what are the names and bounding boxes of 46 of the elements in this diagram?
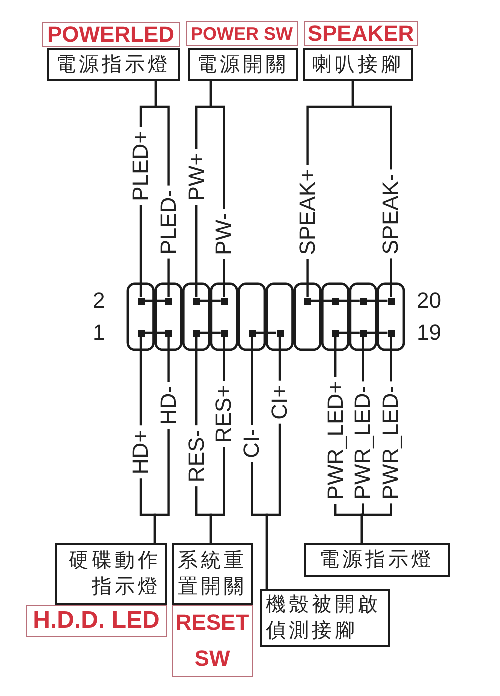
signal-label: PWR_LED- xyxy=(352,382,374,504)
header-pin xyxy=(220,330,228,336)
wire xyxy=(200,332,221,334)
name-tag: RESET SW xyxy=(172,605,253,677)
wire xyxy=(366,300,388,302)
header-pin xyxy=(165,330,172,336)
header-pin xyxy=(360,330,367,336)
header-pin xyxy=(193,330,200,336)
description-box: 電源指示燈 xyxy=(47,48,180,81)
wire xyxy=(256,332,276,334)
description-box: 電源指示燈 xyxy=(304,543,450,577)
header-pin xyxy=(165,298,172,304)
header-pin xyxy=(276,330,284,336)
description-box: 機殼被開啟偵測接腳 xyxy=(260,589,390,647)
signal-label: PWR_LED+ xyxy=(324,376,347,504)
signal-label: PWR_LED- xyxy=(380,382,402,504)
wire xyxy=(200,300,221,302)
description-box: 系統重置開關 xyxy=(172,543,253,605)
header-pin xyxy=(304,298,312,304)
name-tag: POWERLED xyxy=(42,22,180,47)
header-pin xyxy=(248,330,256,336)
name-tag: H.D.D. LED xyxy=(26,605,167,637)
header-pin xyxy=(193,298,200,304)
wire xyxy=(339,300,360,302)
wire xyxy=(144,300,166,302)
header-pin xyxy=(332,298,340,304)
header-pin xyxy=(388,298,395,304)
header-pin xyxy=(360,298,367,304)
pin-number: 19 xyxy=(417,320,442,346)
header-pin xyxy=(138,330,144,336)
description-box: 喇叭接腳 xyxy=(303,48,413,81)
wire xyxy=(339,332,360,334)
name-tag: SPEAKER xyxy=(304,21,418,46)
description-box: 硬碟動作指示燈 xyxy=(55,543,167,605)
pin-number: 2 xyxy=(93,288,106,314)
header-pin xyxy=(138,298,144,304)
description-box: 電源開關 xyxy=(188,48,298,81)
name-tag: POWER SW xyxy=(186,21,298,46)
wire xyxy=(144,332,166,334)
header-pin xyxy=(220,298,228,304)
pin-number: 20 xyxy=(417,288,442,314)
header-pin xyxy=(388,330,395,336)
wire xyxy=(311,300,332,302)
wire xyxy=(366,332,388,334)
pin-number: 1 xyxy=(93,320,106,346)
header-pin xyxy=(332,330,340,336)
